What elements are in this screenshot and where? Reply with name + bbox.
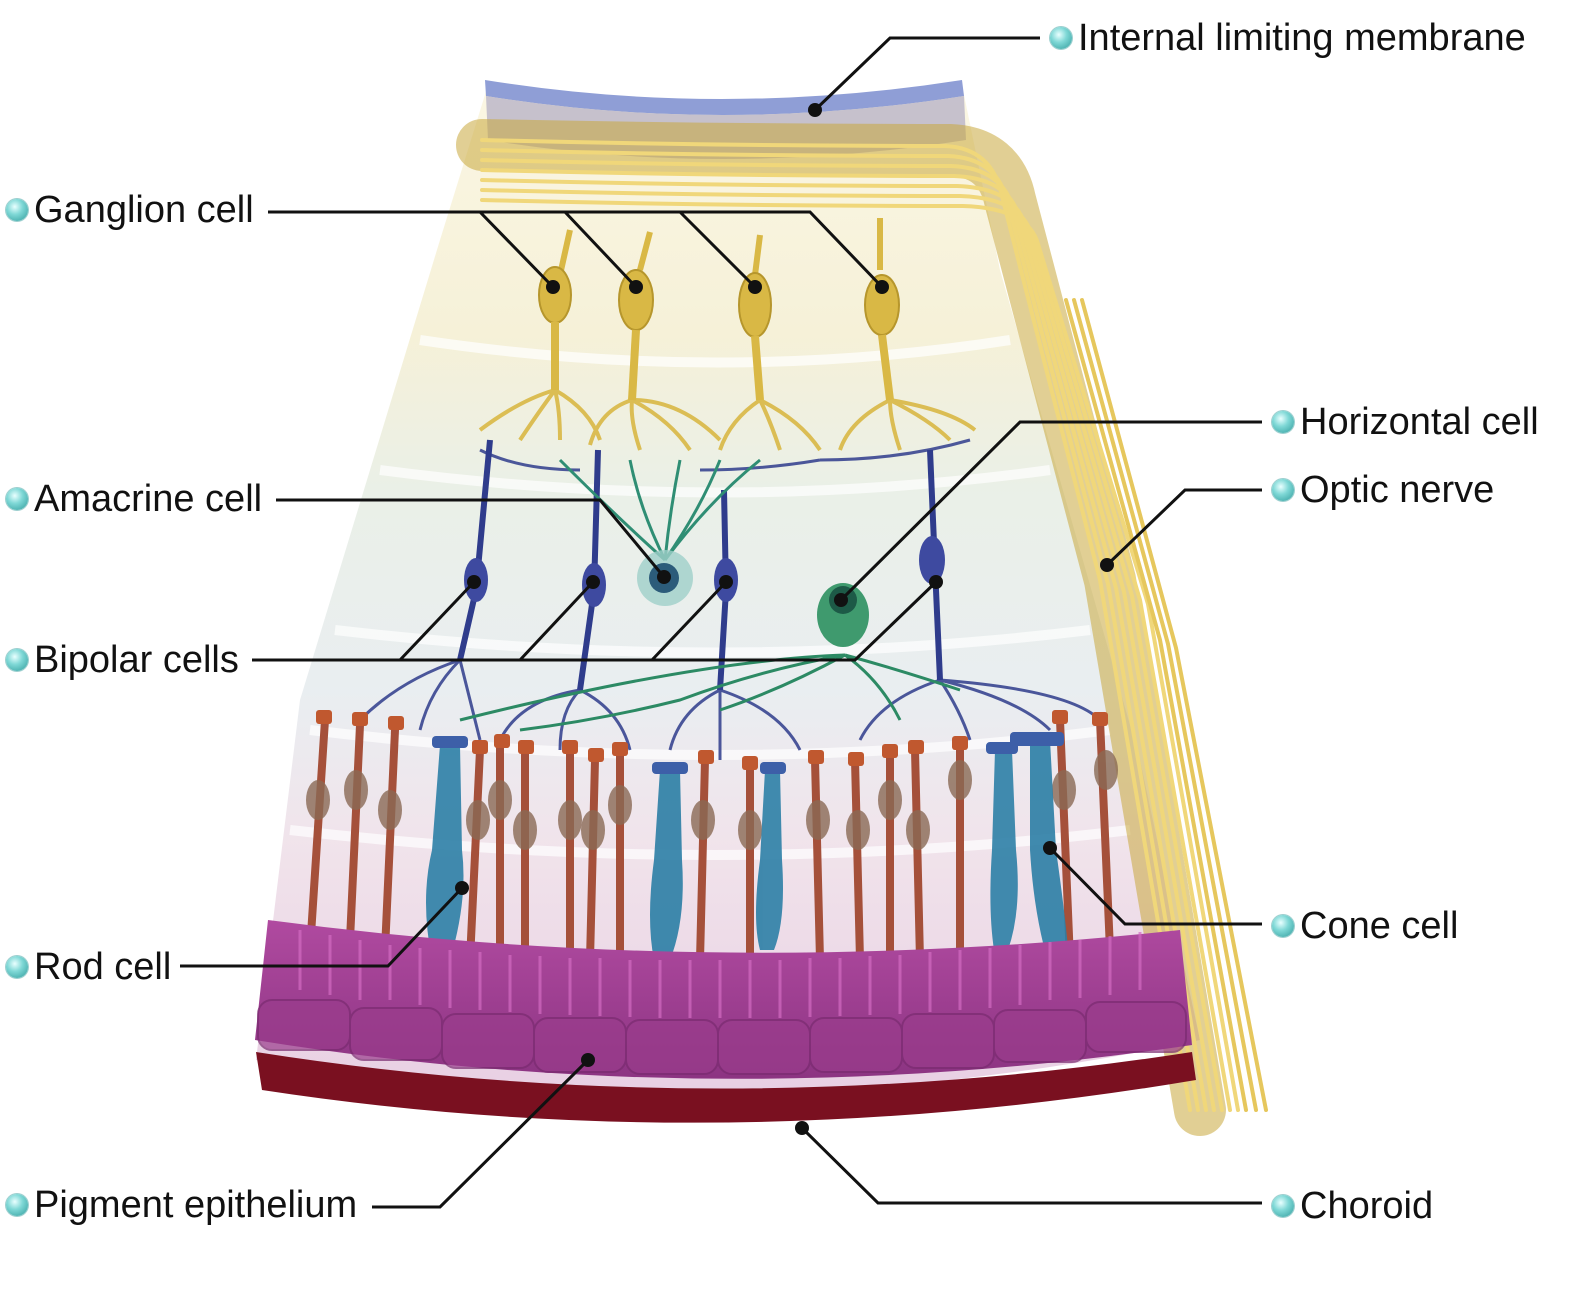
choroid — [256, 1052, 1196, 1123]
bullet-icon — [1272, 479, 1294, 501]
label-cone-cell: Cone cell — [1272, 907, 1458, 945]
bullet-icon — [6, 1194, 28, 1216]
photoreceptors — [306, 710, 1118, 1014]
label-text: Rod cell — [34, 946, 172, 988]
label-pigment-epithelium: Pigment epithelium — [6, 1186, 357, 1224]
horizontal-cell — [459, 583, 961, 732]
label-text: Optic nerve — [1300, 469, 1495, 511]
label-text: Choroid — [1300, 1185, 1434, 1227]
bullet-icon — [1272, 915, 1294, 937]
bullet-icon — [6, 956, 28, 978]
label-horizontal-cell: Horizontal cell — [1272, 403, 1539, 441]
internal-limiting-membrane — [485, 80, 964, 115]
label-choroid: Choroid — [1272, 1187, 1433, 1225]
ganglion-cell-3 — [738, 234, 772, 401]
bullet-icon — [1272, 1195, 1294, 1217]
label-text: Internal limiting membrane — [1078, 17, 1526, 59]
bullet-icon — [1272, 411, 1294, 433]
label-ganglion-cell: Ganglion cell — [6, 191, 254, 229]
pointer-dots — [455, 103, 1114, 1135]
bullet-icon — [6, 199, 28, 221]
pigment-epithelium — [255, 920, 1192, 1079]
rod-cells — [306, 716, 1114, 1014]
ganglion-cell-4 — [864, 218, 900, 401]
label-optic-nerve: Optic nerve — [1272, 471, 1494, 509]
label-text: Amacrine cell — [34, 478, 263, 520]
bullet-icon — [6, 649, 28, 671]
leader-lines — [180, 36, 1262, 1209]
label-amacrine-cell: Amacrine cell — [6, 480, 262, 518]
ganglion-cells — [478, 218, 977, 452]
bullet-icon — [6, 488, 28, 510]
label-bipolar-cells: Bipolar cells — [6, 641, 239, 679]
label-internal-limiting-membrane: Internal limiting membrane — [1050, 19, 1526, 57]
ganglion-cell-2 — [618, 231, 654, 401]
label-text: Horizontal cell — [1300, 401, 1539, 443]
cone-cells — [426, 740, 1070, 975]
label-text: Bipolar cells — [34, 639, 239, 681]
bullet-icon — [1050, 27, 1072, 49]
label-text: Pigment epithelium — [34, 1184, 358, 1226]
optic-nerve — [456, 119, 1268, 1136]
label-text: Cone cell — [1300, 905, 1459, 947]
label-text: Ganglion cell — [34, 189, 254, 231]
label-rod-cell: Rod cell — [6, 948, 171, 986]
